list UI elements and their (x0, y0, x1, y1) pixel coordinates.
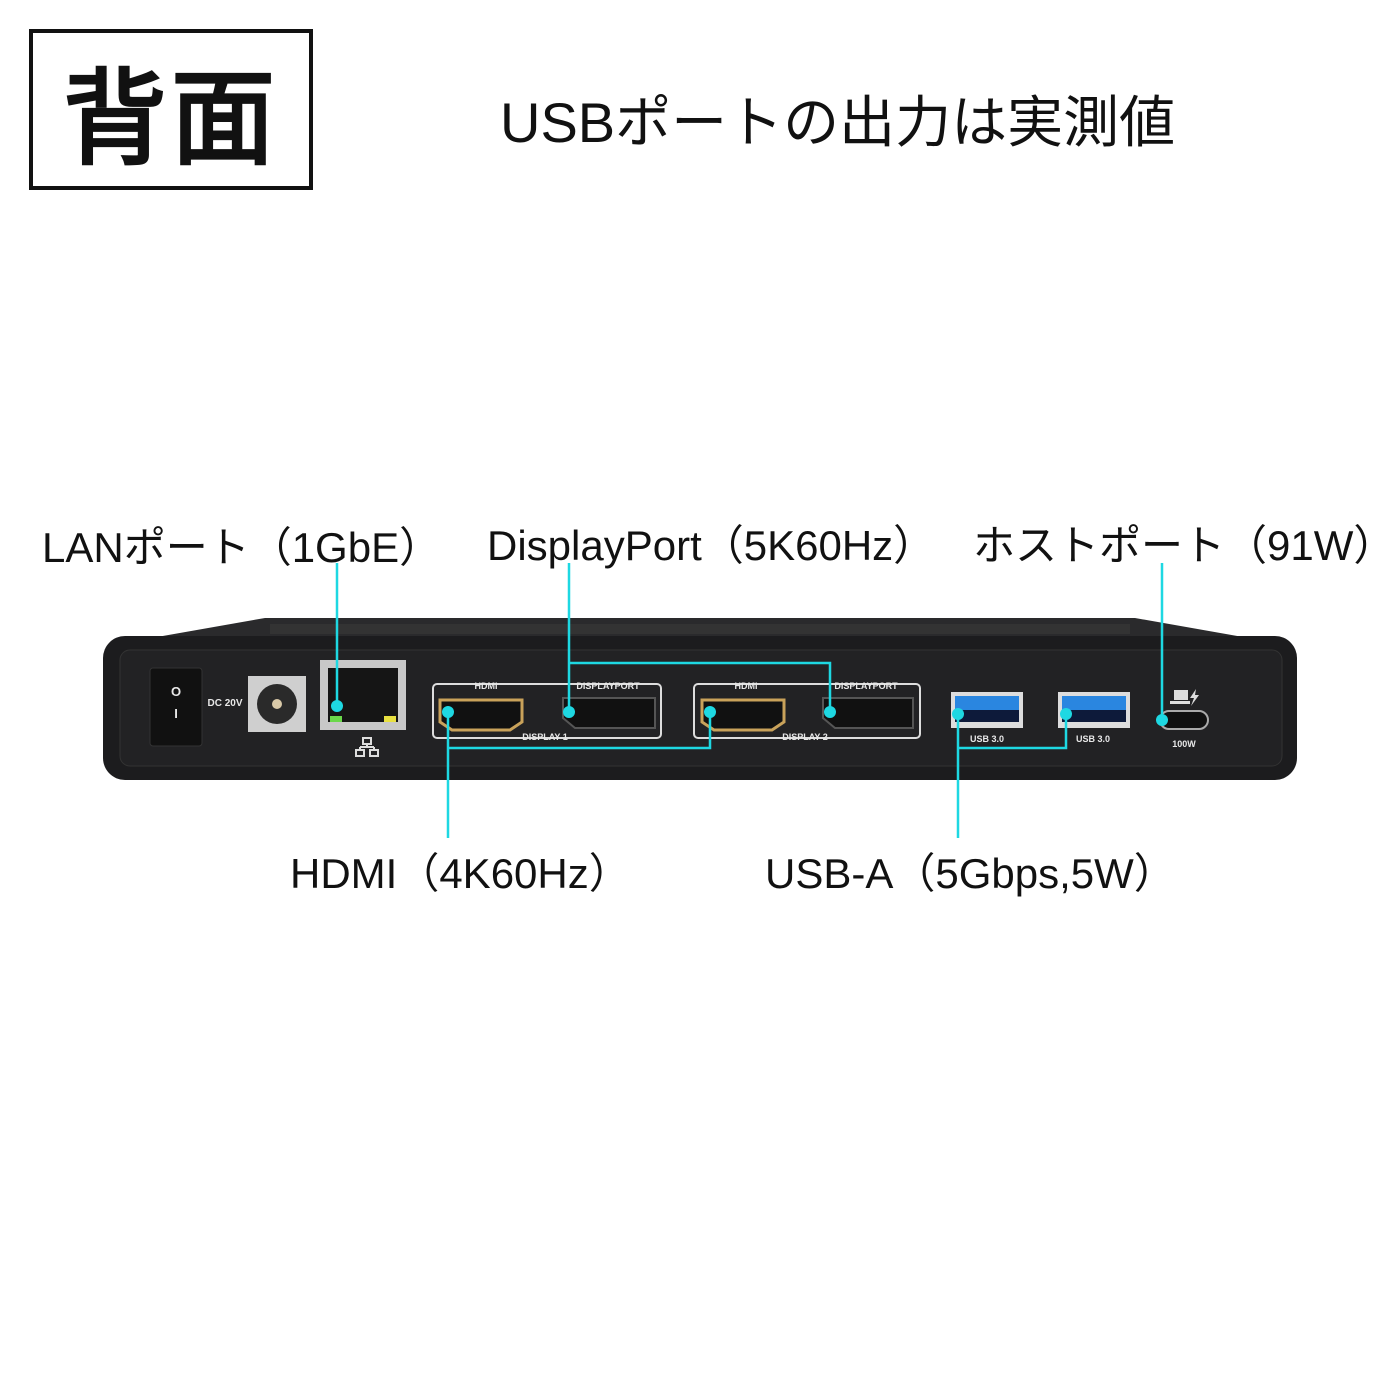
callout-lan: LANポート（1GbE） (42, 524, 442, 571)
svg-text:O: O (171, 684, 181, 699)
page-title: 背面 (29, 29, 313, 190)
svg-text:100W: 100W (1172, 739, 1196, 749)
callout-host-port: ホストポート（91W） (973, 522, 1396, 569)
callout-dots (331, 700, 1168, 726)
svg-text:USB 3.0: USB 3.0 (970, 734, 1004, 744)
network-icon (355, 737, 379, 757)
callout-displayport: DisplayPort（5K60Hz） (487, 522, 936, 569)
svg-text:HDMI: HDMI (475, 681, 498, 691)
callout-usb-a: USB-A（5Gbps,5W） (765, 850, 1176, 897)
docking-station: O I DC 20V HDMI DISPLAYPORT DISPLAY 1 HD… (103, 618, 1297, 780)
svg-text:HDMI: HDMI (735, 681, 758, 691)
svg-text:USB 3.0: USB 3.0 (1076, 734, 1110, 744)
svg-text:DISPLAYPORT: DISPLAYPORT (576, 681, 640, 691)
callout-hdmi: HDMI（4K60Hz） (290, 850, 631, 897)
power-switch-icon (149, 667, 203, 747)
laptop-charge-icon (1170, 689, 1199, 706)
svg-text:DISPLAY 2: DISPLAY 2 (782, 732, 828, 742)
callout-lines (335, 563, 1164, 838)
svg-text:DISPLAY 1: DISPLAY 1 (522, 732, 568, 742)
svg-text:I: I (174, 706, 178, 721)
svg-text:DC 20V: DC 20V (207, 698, 242, 709)
subtitle: USBポートの出力は実測値 (500, 91, 1176, 154)
svg-text:DISPLAYPORT: DISPLAYPORT (834, 681, 898, 691)
